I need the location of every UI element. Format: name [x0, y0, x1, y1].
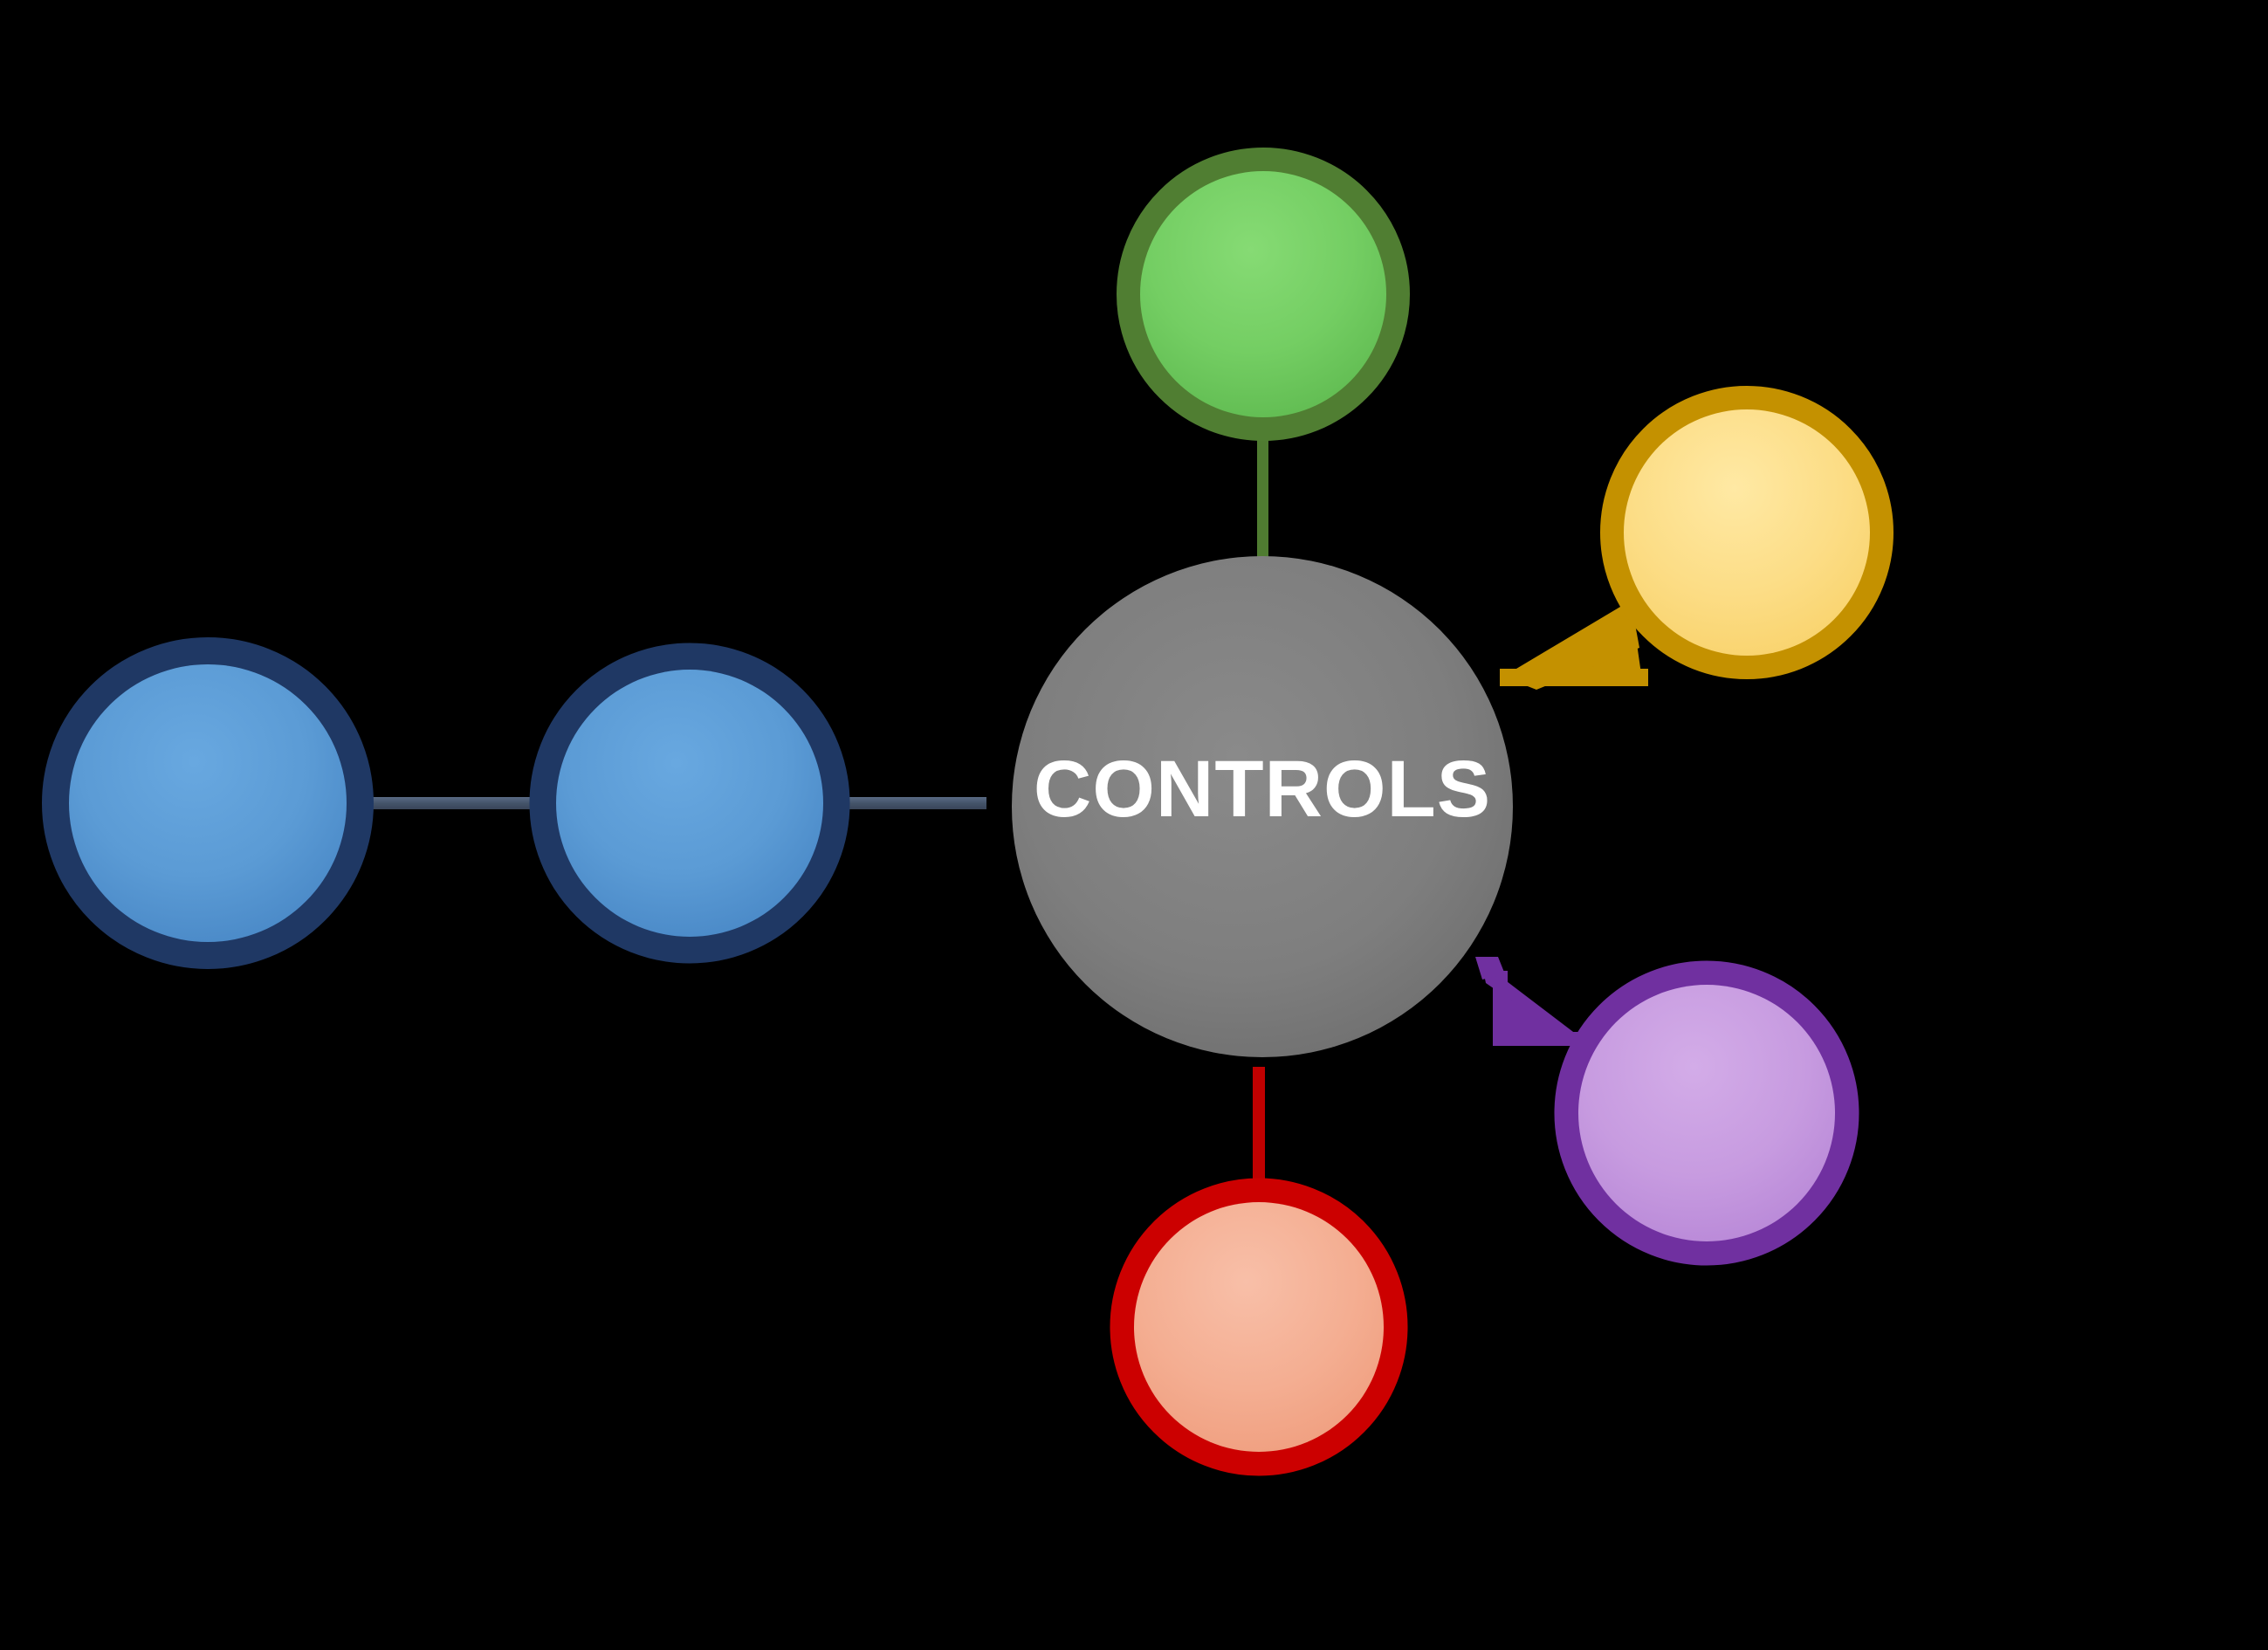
- node-purple[interactable]: [1554, 960, 1859, 1266]
- node-blue-2[interactable]: [529, 643, 850, 964]
- arrow-yellow-to-controls: [1500, 601, 1648, 690]
- node-red[interactable]: [1110, 1178, 1408, 1476]
- node-yellow[interactable]: [1600, 386, 1893, 679]
- node-green[interactable]: [1117, 148, 1410, 441]
- connector-red-controls: [1253, 1067, 1265, 1184]
- connector-blue2-controls: [847, 797, 986, 809]
- connector-green-controls: [1257, 435, 1268, 564]
- node-blue-1[interactable]: [42, 637, 374, 969]
- connector-blue1-blue2: [370, 797, 533, 809]
- center-node-controls[interactable]: [1012, 556, 1513, 1057]
- arrow-purple-to-controls: [1475, 957, 1584, 1046]
